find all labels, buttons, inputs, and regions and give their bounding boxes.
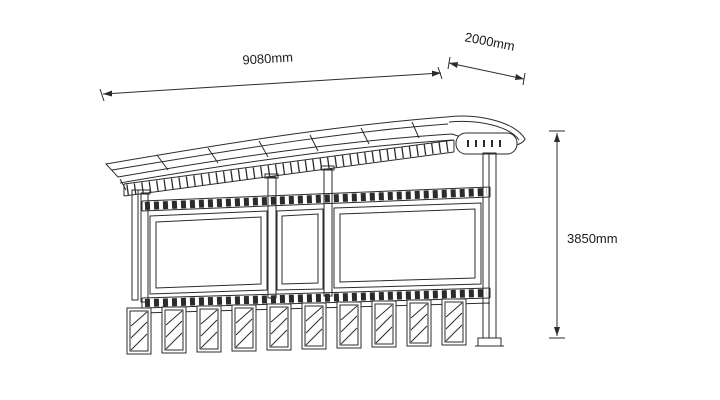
depth-dimension: 2000mm (447, 29, 526, 86)
roof-fascia-line (119, 139, 454, 184)
hanging-panels (126, 298, 467, 355)
roof-truss (119, 139, 455, 197)
width-dimension: 9080mm (99, 49, 443, 102)
height-dimension-label: 3850mm (567, 231, 618, 246)
depth-dimension-label: 2000mm (464, 29, 517, 53)
roof-nose-inner-line (448, 120, 520, 141)
right-post-and-base (475, 152, 504, 347)
middle-ad-panel (276, 208, 324, 291)
roof-mid-line (111, 123, 449, 171)
top-decorative-strip (141, 186, 491, 212)
roof-ribs (156, 121, 420, 171)
width-dimension-label: 9080mm (242, 49, 293, 67)
height-dimension: 3850mm (549, 130, 618, 339)
ad-panels (149, 202, 482, 295)
bus-shelter-illustration (105, 115, 526, 355)
left-ad-panel (149, 210, 268, 295)
header-sign (455, 132, 518, 155)
right-ad-panel (333, 202, 482, 289)
sign-text-marks (467, 140, 501, 147)
